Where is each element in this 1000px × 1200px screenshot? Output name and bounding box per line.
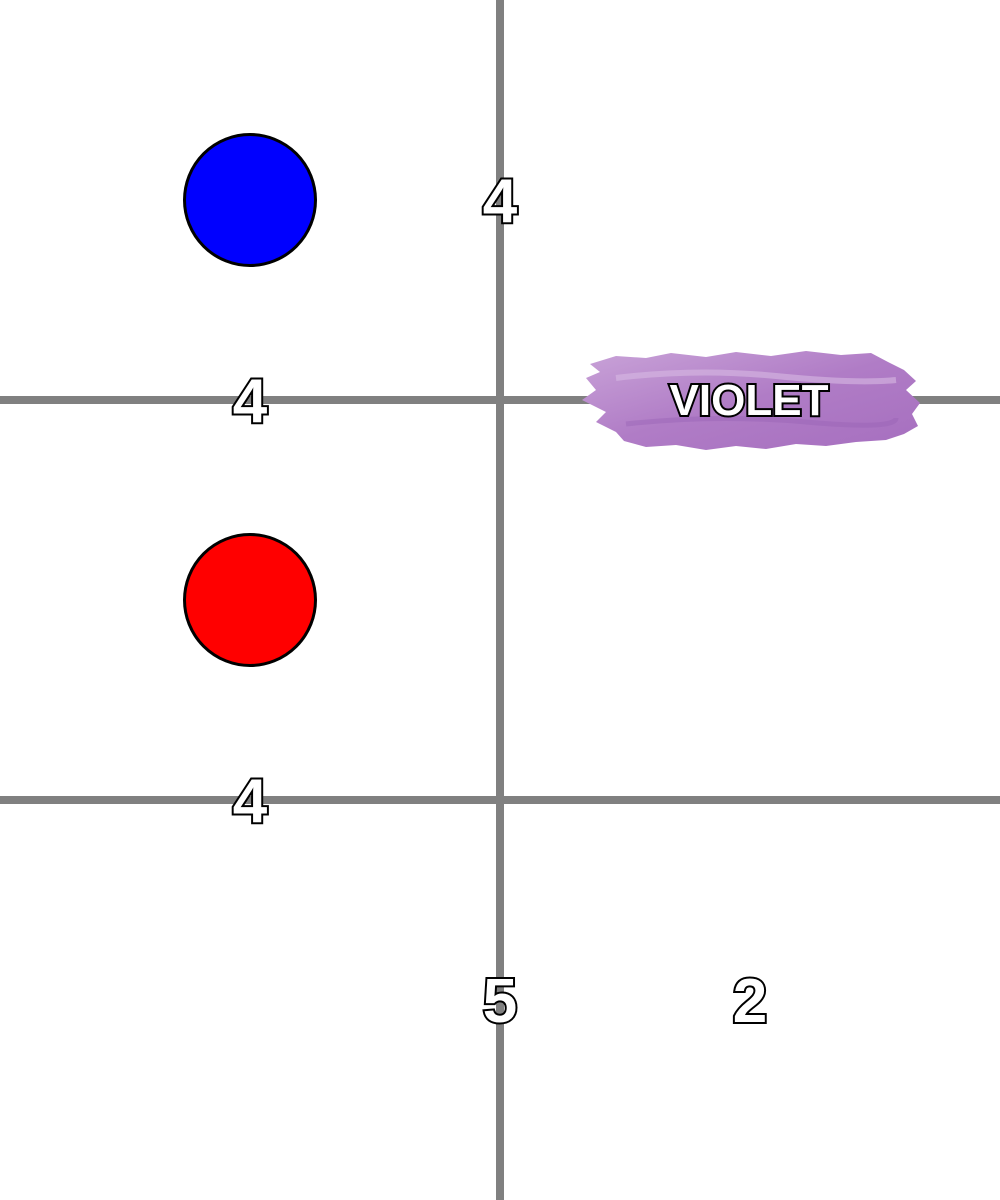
violet-paint-swatch[interactable]: VIOLET (576, 348, 922, 454)
blue-circle-token[interactable] (183, 133, 317, 267)
number-label: 2 (731, 965, 769, 1038)
paint-stroke-icon (582, 351, 920, 450)
number-label: 4 (231, 765, 269, 838)
grid-line-vertical (496, 0, 504, 1200)
number-label: 4 (481, 165, 519, 238)
number-label: 5 (481, 965, 519, 1038)
swatch-label: VIOLET (668, 374, 831, 427)
grid-line-horizontal-top (0, 396, 1000, 404)
number-label: 4 (231, 365, 269, 438)
grid-line-horizontal-bottom (0, 796, 1000, 804)
red-circle-token[interactable] (183, 533, 317, 667)
